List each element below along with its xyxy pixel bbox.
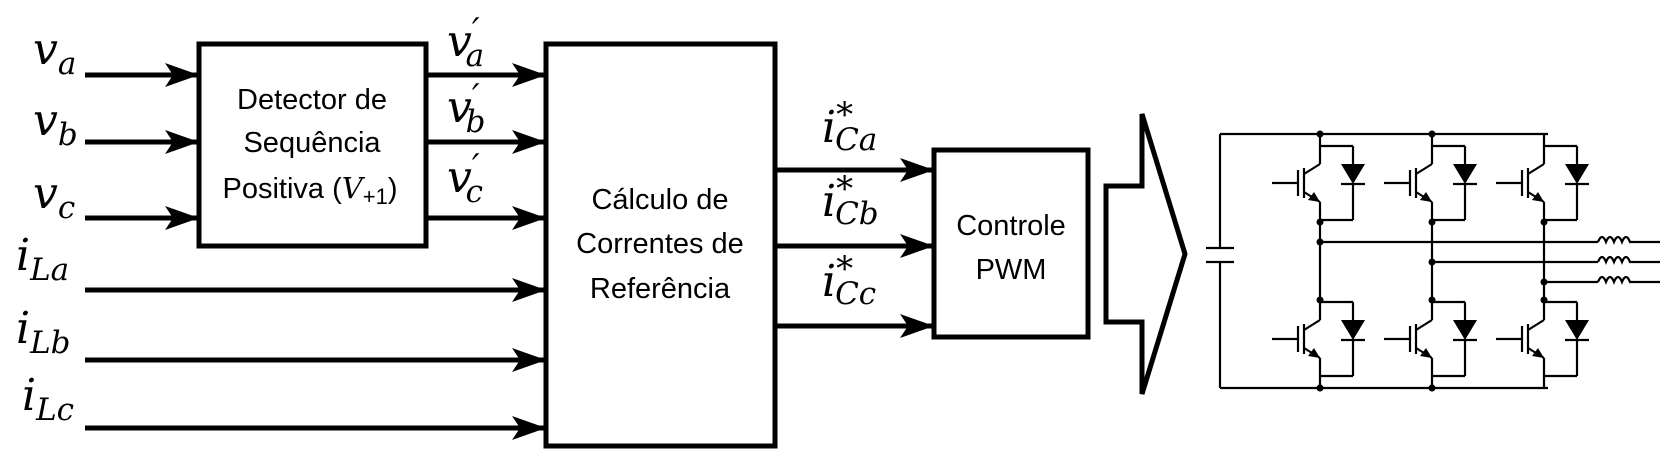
label-ica: i*Ca	[822, 95, 877, 158]
igbt-lower-3	[1494, 288, 1591, 390]
detector-line1: Detector de	[237, 84, 387, 116]
igbt-upper-3	[1494, 132, 1591, 234]
pwm-block	[931, 147, 1091, 340]
inductor-b	[1596, 255, 1660, 265]
label-ilb: iLb	[16, 303, 71, 361]
label-vb: vb	[33, 95, 78, 153]
pwm-line2: PWM	[976, 254, 1047, 286]
inverter-schematic	[1206, 130, 1660, 392]
reference-line3: Referência	[590, 273, 731, 305]
label-va: va	[33, 24, 76, 82]
reference-line1: Cálculo de	[591, 184, 728, 216]
label-va-prime: v′a	[447, 11, 484, 74]
inductor-c	[1596, 275, 1660, 285]
igbt-upper-2	[1382, 132, 1479, 234]
label-vc-prime: v′c	[447, 147, 483, 210]
detector-block	[196, 41, 429, 249]
pwm-line1: Controle	[956, 210, 1066, 242]
label-vb-prime: v′b	[447, 77, 485, 140]
igbt-upper-1	[1270, 132, 1367, 234]
label-vc: vc	[33, 168, 75, 226]
label-ilc: iLc	[22, 370, 74, 428]
igbt-lower-2	[1382, 288, 1479, 390]
label-icc: i*Cc	[822, 249, 876, 312]
large-hollow-arrow	[1103, 113, 1188, 395]
igbt-lower-1	[1270, 288, 1367, 390]
inductor-a	[1596, 235, 1660, 245]
reference-block	[543, 41, 778, 449]
label-ila: iLa	[16, 230, 69, 288]
reference-line2: Correntes de	[576, 228, 744, 260]
label-icb: i*Cb	[822, 169, 879, 232]
detector-line3: Positiva (V+1)	[223, 171, 398, 209]
detector-line2: Sequência	[243, 127, 381, 159]
